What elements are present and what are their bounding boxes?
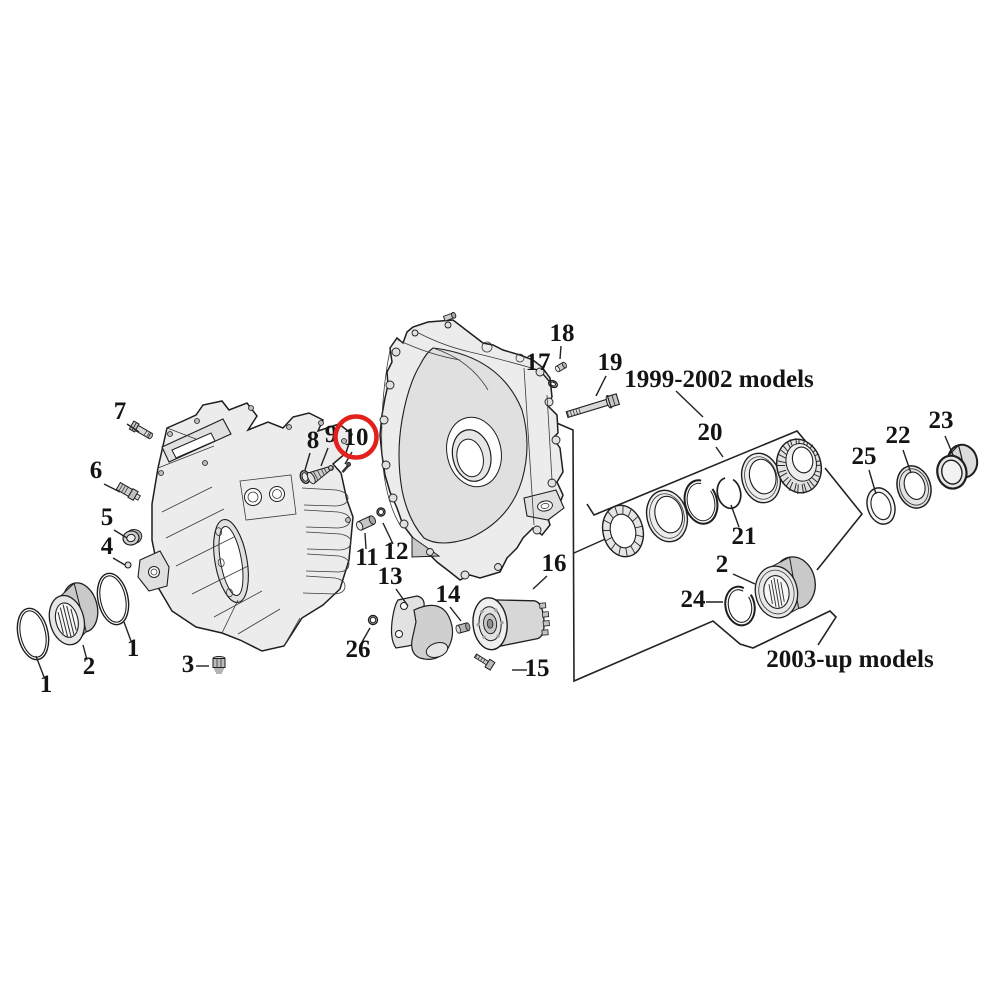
callout-16: 16 xyxy=(542,550,567,577)
leader-23 xyxy=(944,435,954,456)
leader-18 xyxy=(559,345,562,360)
leader-1b xyxy=(123,621,132,642)
bracket-1999-2002-group xyxy=(586,430,808,516)
leader-16 xyxy=(532,575,548,590)
callout-14: 14 xyxy=(436,581,462,608)
leader-11 xyxy=(364,532,367,550)
part-drawing-4 xyxy=(124,561,132,569)
callout-18: 18 xyxy=(550,320,575,347)
callout-11: 11 xyxy=(355,544,379,571)
callout-10: 10 xyxy=(344,424,369,451)
part-drawing-24 xyxy=(724,585,756,627)
leader-13 xyxy=(395,588,409,607)
bracket-merge-right xyxy=(816,467,864,571)
callout-20: 20 xyxy=(698,419,723,446)
leader-5 xyxy=(113,529,128,539)
leader-19 xyxy=(595,375,607,397)
part-drawing-26 xyxy=(367,614,379,626)
part-drawing-1-right-oring xyxy=(96,572,130,626)
part-drawing-15 xyxy=(473,653,496,671)
callout-3: 3 xyxy=(182,651,195,678)
part-drawing-1-left-oring xyxy=(16,607,50,661)
leader-9 xyxy=(320,447,329,467)
callout-5: 5 xyxy=(101,504,114,531)
leader-7 xyxy=(126,423,140,433)
leader-8 xyxy=(304,452,311,471)
part-drawing-14 xyxy=(455,622,471,634)
leader-1999-label xyxy=(675,390,704,418)
part-drawing-7 xyxy=(128,420,154,440)
part-drawing-19 xyxy=(565,393,621,419)
callout-21: 21 xyxy=(732,523,757,550)
callout-22: 22 xyxy=(886,422,911,449)
part-drawing-11 xyxy=(356,515,376,531)
left-crankcase-drawing xyxy=(137,400,354,652)
label-2003-up-models: 2003-up models xyxy=(766,646,934,673)
part-drawing-18 xyxy=(554,361,568,373)
part-drawing-16 xyxy=(472,597,550,651)
part-drawing-21 xyxy=(716,476,742,510)
leader-lines xyxy=(35,345,954,678)
part-drawing-12 xyxy=(376,507,386,517)
callout-1-right: 1 xyxy=(127,635,140,662)
leader-22 xyxy=(902,449,912,474)
part-drawing-2-left-bearing xyxy=(48,582,99,646)
leader-1a xyxy=(35,655,45,678)
leader-20 xyxy=(715,446,724,458)
leader-2b xyxy=(732,573,756,585)
part-drawing-2-2003-bearing xyxy=(754,556,816,619)
leader-14 xyxy=(449,606,462,622)
leader-4 xyxy=(112,557,126,566)
callout-12: 12 xyxy=(384,538,409,565)
callout-17: 17 xyxy=(526,349,551,376)
callout-25: 25 xyxy=(852,443,877,470)
part-drawing-25 xyxy=(866,487,896,525)
part-drawing-5 xyxy=(122,528,143,546)
callout-numbers: 7 6 5 4 1 2 1 3 8 9 10 11 12 13 14 15 16… xyxy=(40,320,954,698)
part-drawing-13 xyxy=(390,595,454,660)
callout-1-left: 1 xyxy=(40,671,53,698)
callout-26: 26 xyxy=(346,636,371,663)
callout-13: 13 xyxy=(378,563,403,590)
label-1999-2002-models: 1999-2002 models xyxy=(624,366,814,393)
leader-2a xyxy=(82,644,88,661)
callout-4: 4 xyxy=(101,533,114,560)
part-drawing-17 xyxy=(548,379,558,389)
highlight-circle-10 xyxy=(333,414,379,460)
part-drawing-22 xyxy=(896,465,932,509)
leader-25 xyxy=(868,469,877,495)
part-drawing-6 xyxy=(115,481,141,502)
callout-6: 6 xyxy=(90,457,103,484)
part-drawing-3 xyxy=(212,656,226,674)
part-drawing-10 xyxy=(341,461,351,473)
callout-24: 24 xyxy=(681,586,707,613)
callout-7: 7 xyxy=(114,398,127,425)
callout-2-2003: 2 xyxy=(716,551,729,578)
callout-8: 8 xyxy=(307,427,320,454)
leader-12 xyxy=(382,522,394,545)
part-drawing-9 xyxy=(306,465,334,485)
callout-23: 23 xyxy=(929,407,954,434)
leader-26 xyxy=(361,627,371,643)
right-crankcase-drawing xyxy=(379,311,565,581)
callout-19: 19 xyxy=(598,349,623,376)
part-drawing-20-tapered-bearing xyxy=(771,433,828,499)
part-drawing-20-needle-bearing xyxy=(597,500,650,562)
part-drawing-23 xyxy=(936,443,979,490)
leader-6 xyxy=(103,483,121,493)
callout-2-left: 2 xyxy=(83,653,96,680)
part-drawing-20-race-inner xyxy=(645,489,689,543)
leader-17 xyxy=(542,373,550,382)
part-drawing-20-snap-ring xyxy=(683,479,719,525)
callout-15: 15 xyxy=(525,655,550,682)
leader-21 xyxy=(730,504,740,528)
